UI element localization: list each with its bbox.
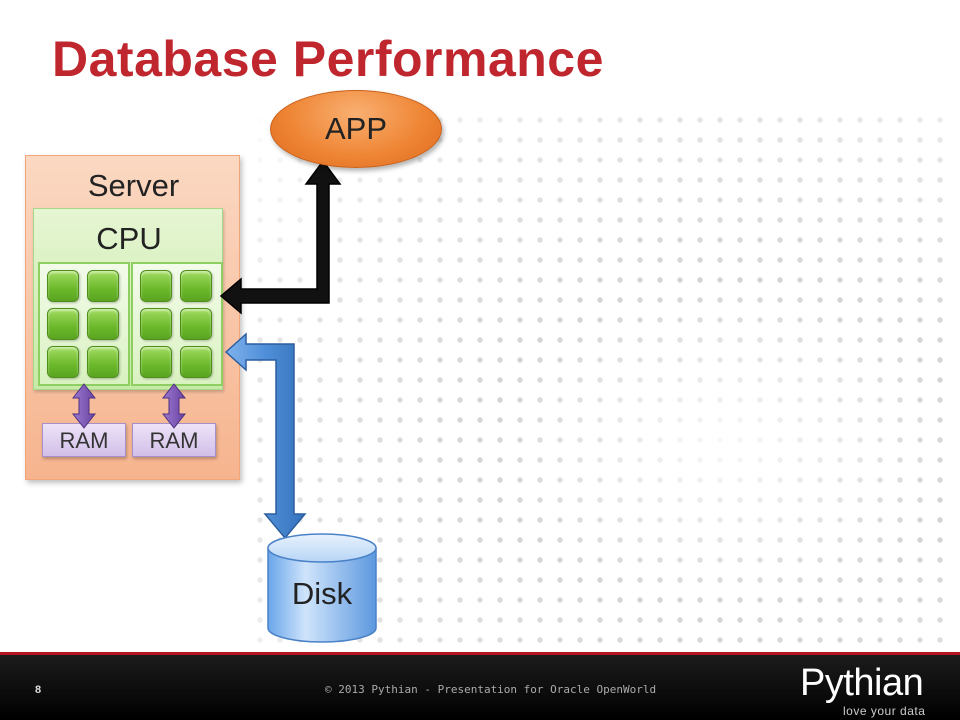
footer-bar: 8 © 2013 Pythian - Presentation for Orac… — [0, 652, 960, 720]
ram-arrow-left — [71, 383, 97, 429]
disk-arrow — [224, 332, 307, 540]
ram-arrow-right — [161, 383, 187, 429]
cpu-core — [47, 308, 79, 340]
page-number: 8 — [35, 684, 42, 696]
cpu-core — [140, 308, 172, 340]
cpu-core — [87, 346, 119, 378]
cpu-label: CPU — [96, 221, 162, 256]
cpu-core — [47, 346, 79, 378]
copyright-text: © 2013 Pythian - Presentation for Oracle… — [325, 683, 657, 696]
cpu-core — [87, 308, 119, 340]
cpu-core — [87, 270, 119, 302]
server-label: Server — [87, 168, 180, 203]
slide-title: Database Performance — [52, 31, 604, 87]
cpu-core — [140, 346, 172, 378]
app-arrow — [219, 159, 342, 315]
core-group-right — [131, 262, 223, 386]
app-oval: APP — [270, 90, 442, 168]
logo-tagline: love your data — [843, 704, 926, 718]
cpu-core — [180, 270, 212, 302]
cpu-core — [140, 270, 172, 302]
cpu-core — [180, 308, 212, 340]
cpu-core — [180, 346, 212, 378]
disk-label: Disk — [291, 576, 353, 611]
pythian-logo: Pythian — [800, 662, 924, 704]
disk-cylinder — [267, 533, 377, 643]
cpu-core — [47, 270, 79, 302]
